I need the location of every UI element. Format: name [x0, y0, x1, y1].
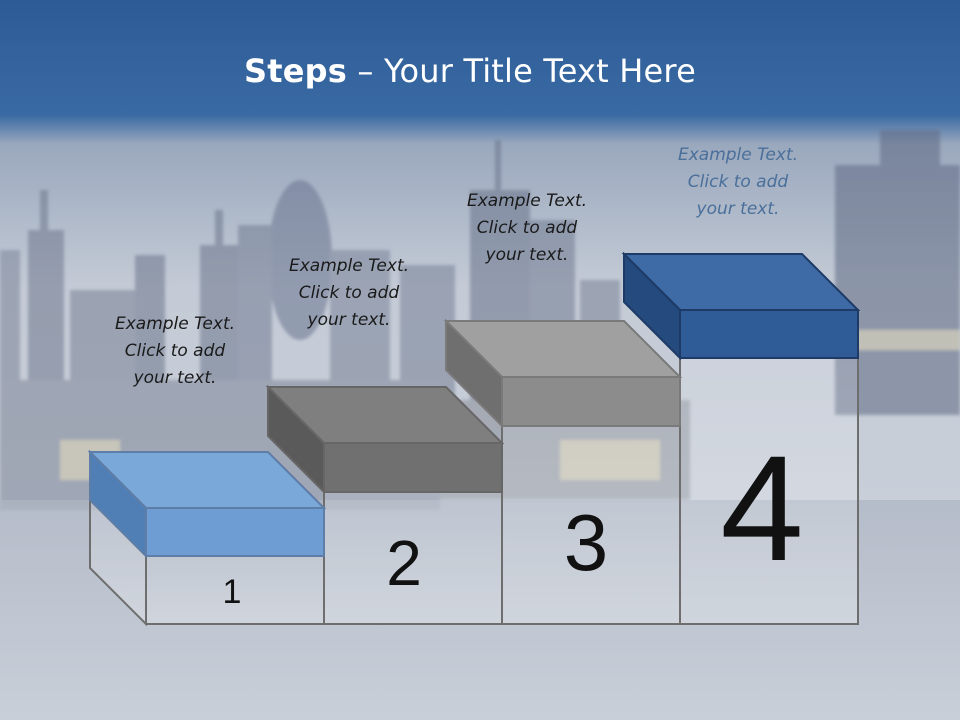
step3-text-line2: Click to add [476, 218, 578, 238]
step1-number: 1 [223, 573, 242, 611]
step1-text[interactable]: Example Text. Click to add your text. [90, 311, 260, 392]
title-rest: – Your Title Text Here [347, 52, 696, 90]
slide-title[interactable]: Steps – Your Title Text Here [0, 52, 940, 90]
step3-number: 3 [564, 498, 609, 587]
step3-text-line1: Example Text. [466, 191, 588, 211]
step1-column [145, 555, 325, 625]
step3-column [501, 425, 681, 625]
step4-text-line2: Click to add [687, 172, 789, 192]
step3-text[interactable]: Example Text. Click to add your text. [442, 188, 612, 269]
step1-text-line3: your text. [133, 368, 217, 388]
step2-column [323, 491, 503, 625]
step4-block[interactable] [621, 251, 861, 361]
step2-block[interactable] [265, 384, 505, 495]
step2-text[interactable]: Example Text. Click to add your text. [264, 253, 434, 334]
step4-text-line3: your text. [696, 199, 780, 219]
step2-text-line1: Example Text. [288, 256, 410, 276]
step3-text-line3: your text. [485, 245, 569, 265]
step1-text-line2: Click to add [124, 341, 226, 361]
step4-text[interactable]: Example Text. Click to add your text. [653, 142, 823, 223]
step2-text-line2: Click to add [298, 283, 400, 303]
step4-number: 4 [720, 424, 803, 592]
step1-block[interactable] [87, 449, 327, 559]
step4-column [679, 357, 859, 625]
step4-text-line1: Example Text. [677, 145, 799, 165]
step3-block[interactable] [443, 318, 683, 429]
step2-number: 2 [386, 527, 422, 599]
title-bold: Steps [244, 52, 348, 90]
step1-text-line1: Example Text. [114, 314, 236, 334]
step2-text-line3: your text. [307, 310, 391, 330]
